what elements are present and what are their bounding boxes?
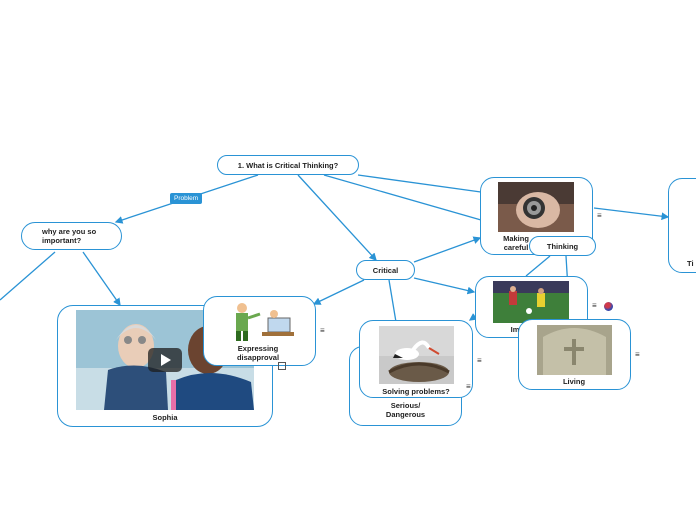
sophia-label-holder: Sophia [130,412,200,422]
important-menu-icon[interactable]: ≡ [592,301,597,310]
making-careful-label: Making careful [503,234,529,252]
sophia-video-thumbnail[interactable] [76,310,254,410]
link-root-making-2 [357,174,489,194]
expressing-menu-icon[interactable]: ≡ [320,326,325,335]
link-thinking-important [525,255,551,277]
solving-problems-label: Solving problems? [382,386,450,396]
making-careful-label-holder: Making careful [496,234,536,252]
critical-topic-node[interactable]: Critical [356,260,415,280]
link-root-critical [297,174,377,261]
link-root-making [323,174,489,223]
solving-problems-menu-icon[interactable]: ≡ [477,356,482,365]
external-link-icon[interactable] [278,362,286,370]
serious-dangerous-label: Serious/ Dangerous [385,401,426,419]
link-making-tips [593,207,670,221]
living-gravestone-image [537,325,612,375]
tips-topic-label: Ti [687,259,694,268]
link-why-sophia [82,251,121,307]
root-topic-node[interactable]: 1. What is Critical Thinking? [217,155,359,175]
tips-topic-node[interactable]: Ti [668,178,696,273]
expressing-label-holder: Expressing disapproval [222,344,294,362]
why-topic-node[interactable]: why are you so important? [21,222,122,250]
thinking-topic-label: Thinking [546,241,579,251]
solving-problems-label-holder: Solving problems? [374,386,458,396]
link-critical-important [413,277,476,295]
critical-topic-label: Critical [372,265,399,275]
living-menu-icon[interactable]: ≡ [635,350,640,359]
link-critical-solving [388,279,397,323]
expressing-clipart-image [222,300,298,342]
expressing-topic-label: Expressing disapproval [236,344,280,362]
important-football-image [493,281,569,323]
root-topic-label: 1. What is Critical Thinking? [237,160,339,170]
important-label-holder: Im [505,324,525,334]
living-label-holder: Living [554,376,594,386]
link-critical-expressing [312,279,365,305]
important-topic-label: Im [510,324,520,334]
link-why-offscreen [0,251,56,301]
why-topic-label: why are you so important? [42,227,97,245]
making-careful-menu-icon[interactable]: ≡ [597,211,602,220]
living-topic-label: Living [562,376,586,386]
play-icon[interactable] [148,348,182,372]
sophia-topic-label: Sophia [152,412,178,422]
thinking-topic-node[interactable]: Thinking [529,236,596,256]
making-careful-image [498,182,574,232]
problem-relationship-label[interactable]: Problem [170,193,203,204]
solving-problems-stork-image [379,326,454,384]
serious-dangerous-menu-icon[interactable]: ≡ [466,382,471,391]
globe-icon[interactable] [604,302,613,311]
link-critical-making [413,236,482,263]
